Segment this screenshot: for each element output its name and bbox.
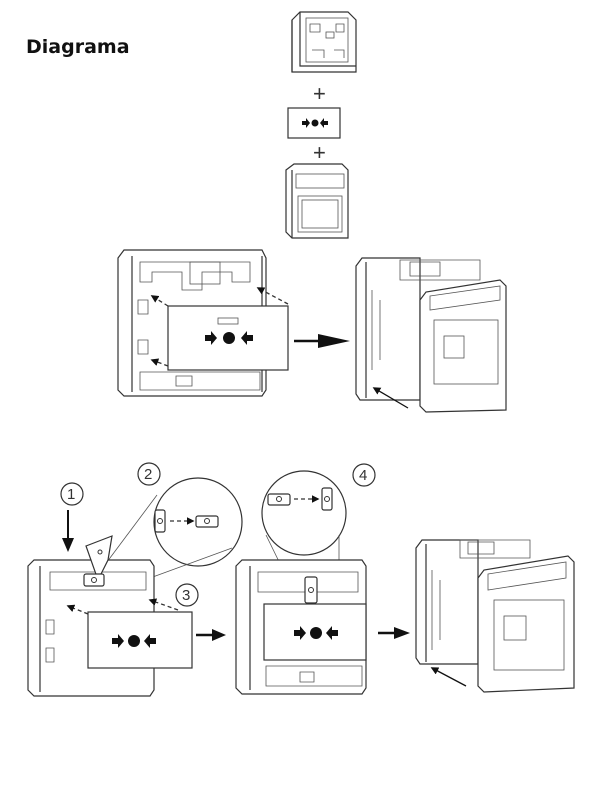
arrow-right-2 bbox=[196, 629, 226, 641]
step-4-number: 4 bbox=[359, 467, 367, 484]
arrow-right-3 bbox=[378, 627, 410, 639]
arrow-down-icon bbox=[62, 510, 74, 552]
cover-closing-bottom bbox=[415, 539, 575, 693]
step-4-badge: 4 bbox=[352, 463, 376, 487]
resettable-element-part bbox=[287, 107, 341, 139]
cover-closing-middle bbox=[355, 257, 507, 413]
front-cover-part bbox=[285, 163, 349, 239]
box-step-4 bbox=[235, 559, 367, 695]
step-3-number: 3 bbox=[182, 587, 190, 604]
box-with-element-insert bbox=[117, 249, 289, 397]
plus-sign-1: + bbox=[313, 81, 326, 106]
step-2-badge: 2 bbox=[137, 462, 161, 486]
box-step-1-3 bbox=[27, 535, 193, 697]
diagram-title: Diagrama bbox=[26, 36, 130, 58]
step-2-number: 2 bbox=[144, 466, 152, 483]
magnifier-step-4 bbox=[261, 470, 347, 581]
step-3-badge: 3 bbox=[175, 583, 199, 607]
back-box-part bbox=[291, 11, 357, 73]
magnifier-step-2 bbox=[103, 477, 243, 579]
arrow-right-1 bbox=[294, 334, 350, 348]
plus-sign-2: + bbox=[313, 140, 326, 165]
step-1-badge: 1 bbox=[60, 482, 84, 506]
step-1-number: 1 bbox=[67, 486, 75, 503]
